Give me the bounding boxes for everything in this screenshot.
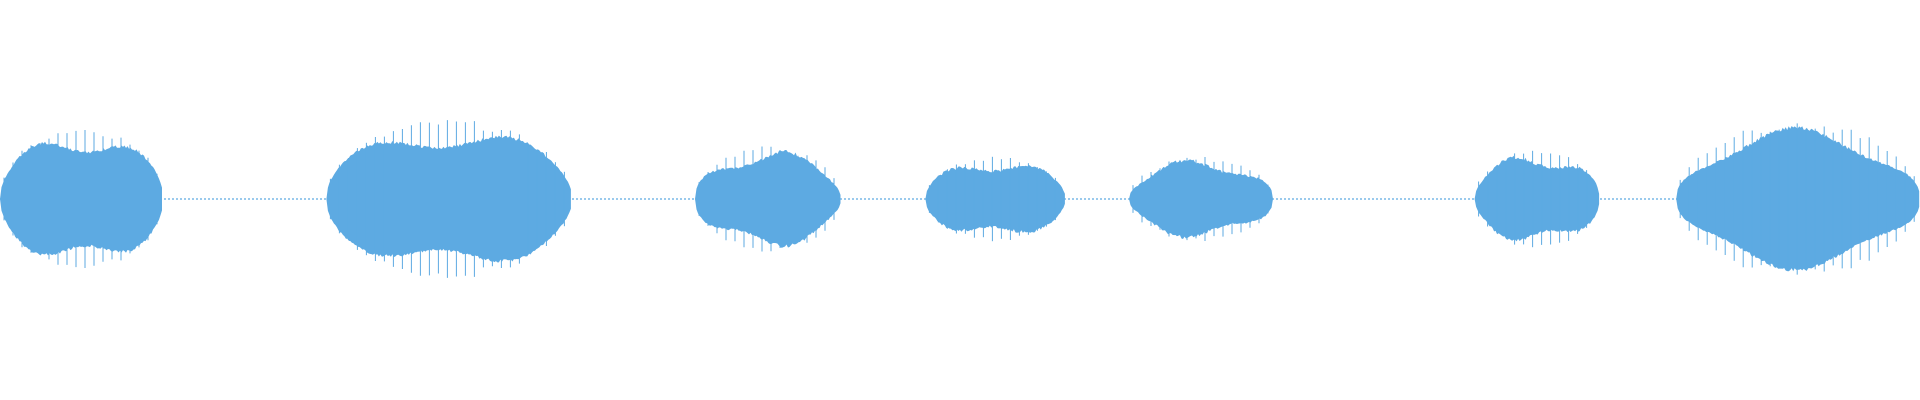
waveform-segment-4 (925, 165, 1065, 233)
waveform-segment-6 (1474, 155, 1600, 242)
waveform-segment-1 (0, 141, 162, 256)
waveform-segment-2 (326, 135, 571, 263)
waveform-segment-5 (1129, 159, 1273, 239)
waveform-segment-3 (695, 150, 841, 248)
